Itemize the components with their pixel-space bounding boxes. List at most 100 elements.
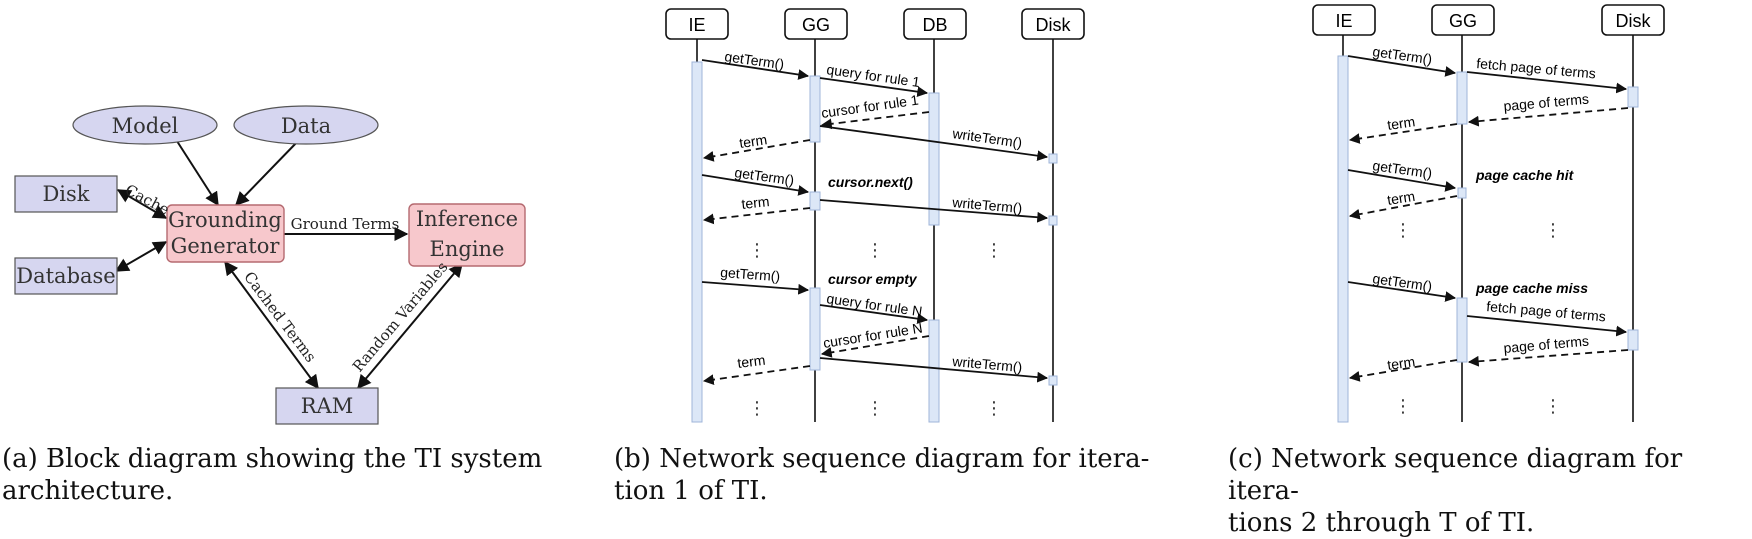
lifeline-c-head-disk-label: Disk (1616, 11, 1652, 31)
node-model-label: Model (112, 114, 179, 138)
activation-disk-3 (1048, 375, 1058, 386)
message-c-get-term-1-label: getTerm() (1372, 43, 1434, 67)
message-c-page-of-terms-2 (1467, 349, 1629, 367)
node-model-shape (72, 105, 218, 145)
message-c-get-term-2-label: getTerm() (1372, 157, 1434, 181)
node-database-label: Database (16, 264, 115, 288)
message-c-term-1 (1348, 123, 1458, 144)
message-cursor-rule-1 (820, 111, 930, 130)
message-cursor-rule-n-label: cursor for rule N (822, 319, 924, 351)
node-ram-shape (275, 387, 379, 425)
panel-a-block-diagram: Model Data Disk Database Grounding Gener… (14, 105, 526, 425)
ellipsis-c-2: ⋮ (1544, 220, 1562, 240)
message-c-term-2 (1348, 195, 1458, 220)
message-write-term-2-label: writeTerm() (951, 194, 1023, 216)
edge-model-to-grounding (174, 137, 219, 207)
lifeline-head-ie (665, 8, 729, 40)
message-c-get-term-2 (1347, 169, 1457, 192)
message-get-term-3-label: getTerm() (720, 264, 781, 284)
edge-database-grounding (114, 241, 168, 272)
activation-c-ie (1337, 55, 1349, 423)
node-inference-shape (408, 203, 526, 267)
caption-a-after: system (450, 444, 543, 474)
message-c-page-of-terms-1-label: page of terms (1503, 91, 1590, 114)
lifeline-c-head-disk (1601, 4, 1665, 36)
panel-c-sequence-diagram: IE GG Disk getTerm() fetch page of terms… (1312, 4, 1665, 423)
note-page-cache-hit: page cache hit (1475, 167, 1575, 183)
message-c-page-of-terms-1 (1467, 107, 1629, 127)
node-inference-label-line1: Inference (416, 207, 518, 231)
message-term-3-label: term (736, 352, 766, 371)
message-c-term-3-label: term (1386, 353, 1416, 373)
caption-b: (b) Network sequence diagram for itera- … (614, 443, 1174, 507)
panel-b-sequence-diagram: IE GG DB Disk getTerm() query for rule 1… (665, 8, 1085, 423)
activation-gg-3 (809, 287, 821, 371)
message-term-2-label: term (741, 193, 771, 212)
caption-b-ti: TI (731, 476, 760, 506)
caption-b-end: . (759, 476, 768, 506)
message-write-term-1 (819, 125, 1049, 162)
note-cursor-empty: cursor empty (828, 271, 918, 287)
ellipsis-b-1: ⋮ (748, 240, 766, 260)
node-grounding-label-line1: Grounding (168, 208, 282, 232)
caption-a-ti: TI (414, 444, 443, 474)
edge-grounding-ram (224, 260, 319, 390)
message-c-term-1-label: term (1386, 113, 1416, 133)
message-get-term-1 (701, 59, 810, 80)
message-query-rule-n (819, 304, 929, 324)
caption-a: (a) Block diagram showing the TI system … (2, 443, 562, 507)
caption-c-label: (c) Network sequence diagram for itera- (1228, 444, 1683, 506)
caption-b-label: (b) Network sequence diagram for itera- (614, 444, 1150, 474)
edge-label-cache: Cache (122, 181, 172, 219)
caption-a-label: (a) Block diagram showing the (2, 444, 407, 474)
message-c-fetch-page-1 (1466, 71, 1628, 94)
node-grounding-label-line2: Generator (171, 234, 281, 258)
activation-disk-2 (1048, 215, 1058, 226)
caption-c-ti: TI (1498, 508, 1527, 538)
node-ram-label: RAM (301, 394, 353, 418)
figure-canvas: Model Data Disk Database Grounding Gener… (14, 4, 1665, 425)
activation-c-gg-1 (1456, 71, 1468, 125)
edge-disk-grounding (116, 189, 168, 219)
node-disk-label: Disk (42, 182, 89, 206)
lifeline-head-disk (1021, 8, 1085, 40)
node-data-shape (233, 105, 379, 145)
node-database-shape (14, 257, 118, 295)
node-grounding-shape (166, 204, 285, 263)
lifeline-head-db-label: DB (922, 15, 947, 35)
activation-gg-1 (809, 75, 821, 143)
ellipsis-c-3: ⋮ (1394, 396, 1412, 416)
lifeline-c-head-gg (1431, 4, 1495, 36)
lifeline-head-db (903, 8, 967, 40)
message-cursor-rule-n (820, 335, 930, 358)
activation-gg-2 (809, 191, 821, 211)
lifeline-head-gg-label: GG (802, 15, 830, 35)
message-get-term-3 (701, 281, 810, 295)
ellipsis-b-2: ⋮ (866, 240, 884, 260)
activation-db-2 (928, 319, 940, 423)
lifeline-head-ie-label: IE (688, 15, 705, 35)
ellipsis-b-6: ⋮ (985, 398, 1003, 418)
message-write-term-1-label: writeTerm() (951, 125, 1024, 151)
note-cursor-next: cursor.next() (828, 174, 913, 190)
message-get-term-2 (701, 174, 810, 196)
caption-c: (c) Network sequence diagram for itera- … (1228, 443, 1748, 539)
activation-c-disk-1 (1627, 86, 1639, 108)
lifeline-head-disk-label: Disk (1036, 15, 1072, 35)
message-c-get-term-1 (1347, 55, 1457, 77)
message-c-page-of-terms-2-label: page of terms (1503, 333, 1590, 356)
edge-inference-ram (357, 262, 463, 390)
message-cursor-rule-1-label: cursor for rule 1 (820, 91, 920, 121)
edge-label-random-variables: Random Variables (349, 258, 452, 375)
caption-a-line2: architecture. (2, 476, 174, 506)
edge-label-cached-terms: Cached Terms (240, 268, 320, 366)
node-inference-label-line2: Engine (430, 237, 505, 261)
node-disk-shape (14, 175, 118, 213)
activation-ie (691, 61, 703, 423)
message-c-term-2-label: term (1386, 188, 1416, 208)
message-c-fetch-page-1-label: fetch page of terms (1476, 55, 1597, 81)
message-c-term-3 (1348, 359, 1458, 382)
activation-db-1 (928, 92, 940, 226)
message-term-2 (702, 207, 811, 225)
message-c-get-term-3 (1347, 281, 1457, 302)
